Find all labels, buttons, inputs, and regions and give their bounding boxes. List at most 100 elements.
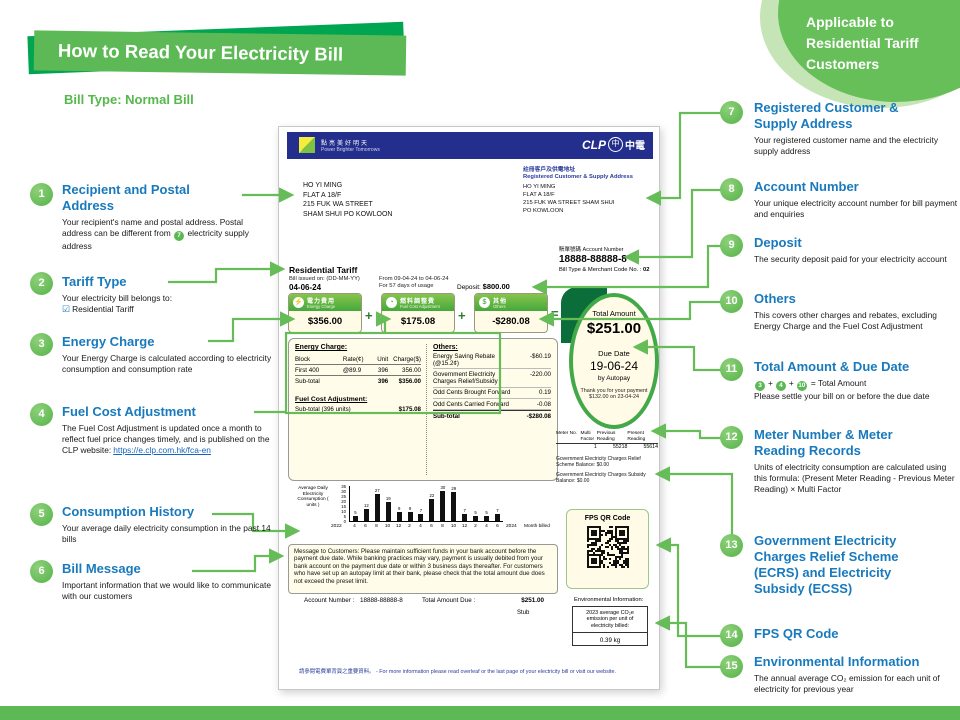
ecss-balance: Government Electricity Charges Subsidy B… xyxy=(556,471,646,484)
formula-badge: 10 xyxy=(796,381,807,391)
others-table: Others: Energy Saving Rebate (@15.2¢)-$6… xyxy=(426,344,551,475)
callout-desc-text: Your electricity bill belongs to: xyxy=(62,293,173,303)
callout-desc-9: The security deposit paid for your elect… xyxy=(754,254,954,265)
callout-desc-text: Your Energy Charge is calculated accordi… xyxy=(62,353,272,374)
x-tick: 8 xyxy=(441,524,444,529)
environmental-info-label: Environmental Information: xyxy=(574,597,644,603)
payment-thanks-note: Thank you for your payment $132.00 on 23… xyxy=(580,388,648,401)
callout-number-5: 5 xyxy=(30,503,53,526)
clp-circle-icon: 中 xyxy=(608,137,623,152)
meter-value xyxy=(556,444,580,451)
footer-bar xyxy=(0,706,960,720)
bar-value-label: 9 xyxy=(408,506,412,512)
energy-charge-table: Energy Charge: Block Rate(¢) Unit Charge… xyxy=(295,344,421,475)
callout-desc-text: The security deposit paid for your elect… xyxy=(754,254,947,264)
callout-number-13: 13 xyxy=(720,534,743,557)
fuel-cost-box: ◔ 燃料調整費 Fuel Cost Adjustment $175.08 xyxy=(381,293,455,333)
x-tick: 4 xyxy=(485,524,488,529)
charges-table: Energy Charge: Block Rate(¢) Unit Charge… xyxy=(288,338,558,481)
callout-title-9: Deposit xyxy=(754,235,802,250)
fca-website-link[interactable]: https://e.clp.com.hk/fca-en xyxy=(113,445,211,455)
x-tick: 2 xyxy=(408,524,411,529)
fuel-cost-amount: $175.08 xyxy=(400,316,436,327)
bar-value-label: 22 xyxy=(429,493,435,499)
chart-bar xyxy=(418,514,424,521)
callout-number-11: 11 xyxy=(720,358,743,381)
connector-12 xyxy=(650,423,722,440)
page-title: How to Read Your Electricity Bill xyxy=(33,30,407,76)
merchant-code-label: Bill Type & Merchant Code No. : xyxy=(559,267,642,273)
tariff-check-line: ☑Residential Tariff xyxy=(62,304,267,315)
chart-bar-group: 12 xyxy=(361,486,372,521)
y-tick: 0 xyxy=(343,519,346,524)
fps-qr-code xyxy=(567,526,648,573)
callout-number-10: 10 xyxy=(720,290,743,313)
y-tick: 30 xyxy=(341,489,346,495)
callout-title-12: Meter Number & Meter Reading Records xyxy=(754,427,893,458)
total-formula-line: 3+4+10= Total Amount xyxy=(754,378,960,391)
bill-issued-label: Bill issued on: (DD-MM-YY) xyxy=(289,276,360,282)
callout-desc-text: Your registered customer name and the el… xyxy=(754,135,939,156)
others-row-name: Government Electricity Charges Relief/Su… xyxy=(433,370,498,386)
others-amount: -$280.08 xyxy=(492,316,530,327)
gauge-icon: ◔ xyxy=(386,297,397,308)
chart-bar-group: 7 xyxy=(492,486,503,521)
stub-account-value: 18888-88888-8 xyxy=(360,597,403,604)
meter-value: 55218 xyxy=(612,444,628,451)
plus-sign: + xyxy=(458,308,466,323)
slogan-en: Power Brighter Tomorrows xyxy=(321,147,380,153)
bar-value-label: 9 xyxy=(397,506,401,512)
callout-desc-text: Important information that we would like… xyxy=(62,580,272,601)
others-table-title: Others: xyxy=(433,344,458,351)
callout-title-2: Tariff Type xyxy=(62,274,127,289)
x-tick: 8 xyxy=(375,524,378,529)
chart-bar-group: 7 xyxy=(459,486,470,521)
callout-desc-text: Your unique electricity account number f… xyxy=(754,198,958,219)
callout-desc-text: This covers other charges and rebates, e… xyxy=(754,310,937,331)
y-tick: 20 xyxy=(341,499,346,505)
box-label-zh: 電力費用 xyxy=(307,299,336,305)
deposit-value: $800.00 xyxy=(482,282,510,291)
money-icon: $ xyxy=(479,297,490,308)
table-cell: @89.9 xyxy=(342,365,371,376)
callout-title-11: Total Amount & Due Date xyxy=(754,359,910,374)
box-label-en: Fuel Cost Adjustment xyxy=(400,303,440,309)
chart-bar xyxy=(462,514,468,521)
callout-desc-text: The Fuel Cost Adjustment is updated once… xyxy=(62,423,270,455)
equals-sign: = xyxy=(551,306,559,321)
callout-desc-1: Your recipient's name and postal address… xyxy=(62,217,267,252)
callout-title-7: Registered Customer & Supply Address xyxy=(754,100,899,131)
connector-7 xyxy=(645,111,722,206)
chart-bar-group: 5 xyxy=(481,486,492,521)
chart-bar-group: 30 xyxy=(437,485,448,521)
bar-value-label: 27 xyxy=(374,488,380,494)
chart-bar xyxy=(429,499,435,521)
tariff-check-label: Residential Tariff xyxy=(72,304,134,314)
connector-15 xyxy=(654,615,722,669)
clp-diamond-logo-icon xyxy=(299,137,315,153)
subtotal-units: 396 xyxy=(377,377,389,385)
fps-qr-box: FPS QR Code xyxy=(566,509,649,589)
callout-desc-3: Your Energy Charge is calculated accordi… xyxy=(62,353,274,375)
bar-value-label: 7 xyxy=(463,508,466,514)
chart-bar-group: 9 xyxy=(405,486,416,521)
bar-value-label: 30 xyxy=(440,485,446,491)
callout-title-3: Energy Charge xyxy=(62,334,155,349)
x-tick: 12 xyxy=(395,524,402,529)
callout-number-9: 9 xyxy=(720,234,743,257)
recipient-line: 215 FUK WA STREET xyxy=(303,201,373,208)
billing-period: From 09-04-24 to 04-06-24 xyxy=(379,276,449,282)
callout-desc-text: Your recipient's name and postal address… xyxy=(62,217,243,238)
total-amount-label: Total Amount xyxy=(592,309,636,318)
fps-qr-title: FPS QR Code xyxy=(584,515,631,522)
bar-value-label: 7 xyxy=(496,508,499,514)
others-row-value: -$60.19 xyxy=(530,352,551,360)
box-label-zh: 其他 xyxy=(493,299,508,305)
col-header: Block xyxy=(295,354,343,365)
chart-x-suffix: Month billed xyxy=(524,524,550,529)
government-scheme-balances: Government Electricity Charges Relief Sc… xyxy=(556,456,658,485)
chart-bar xyxy=(473,516,479,521)
